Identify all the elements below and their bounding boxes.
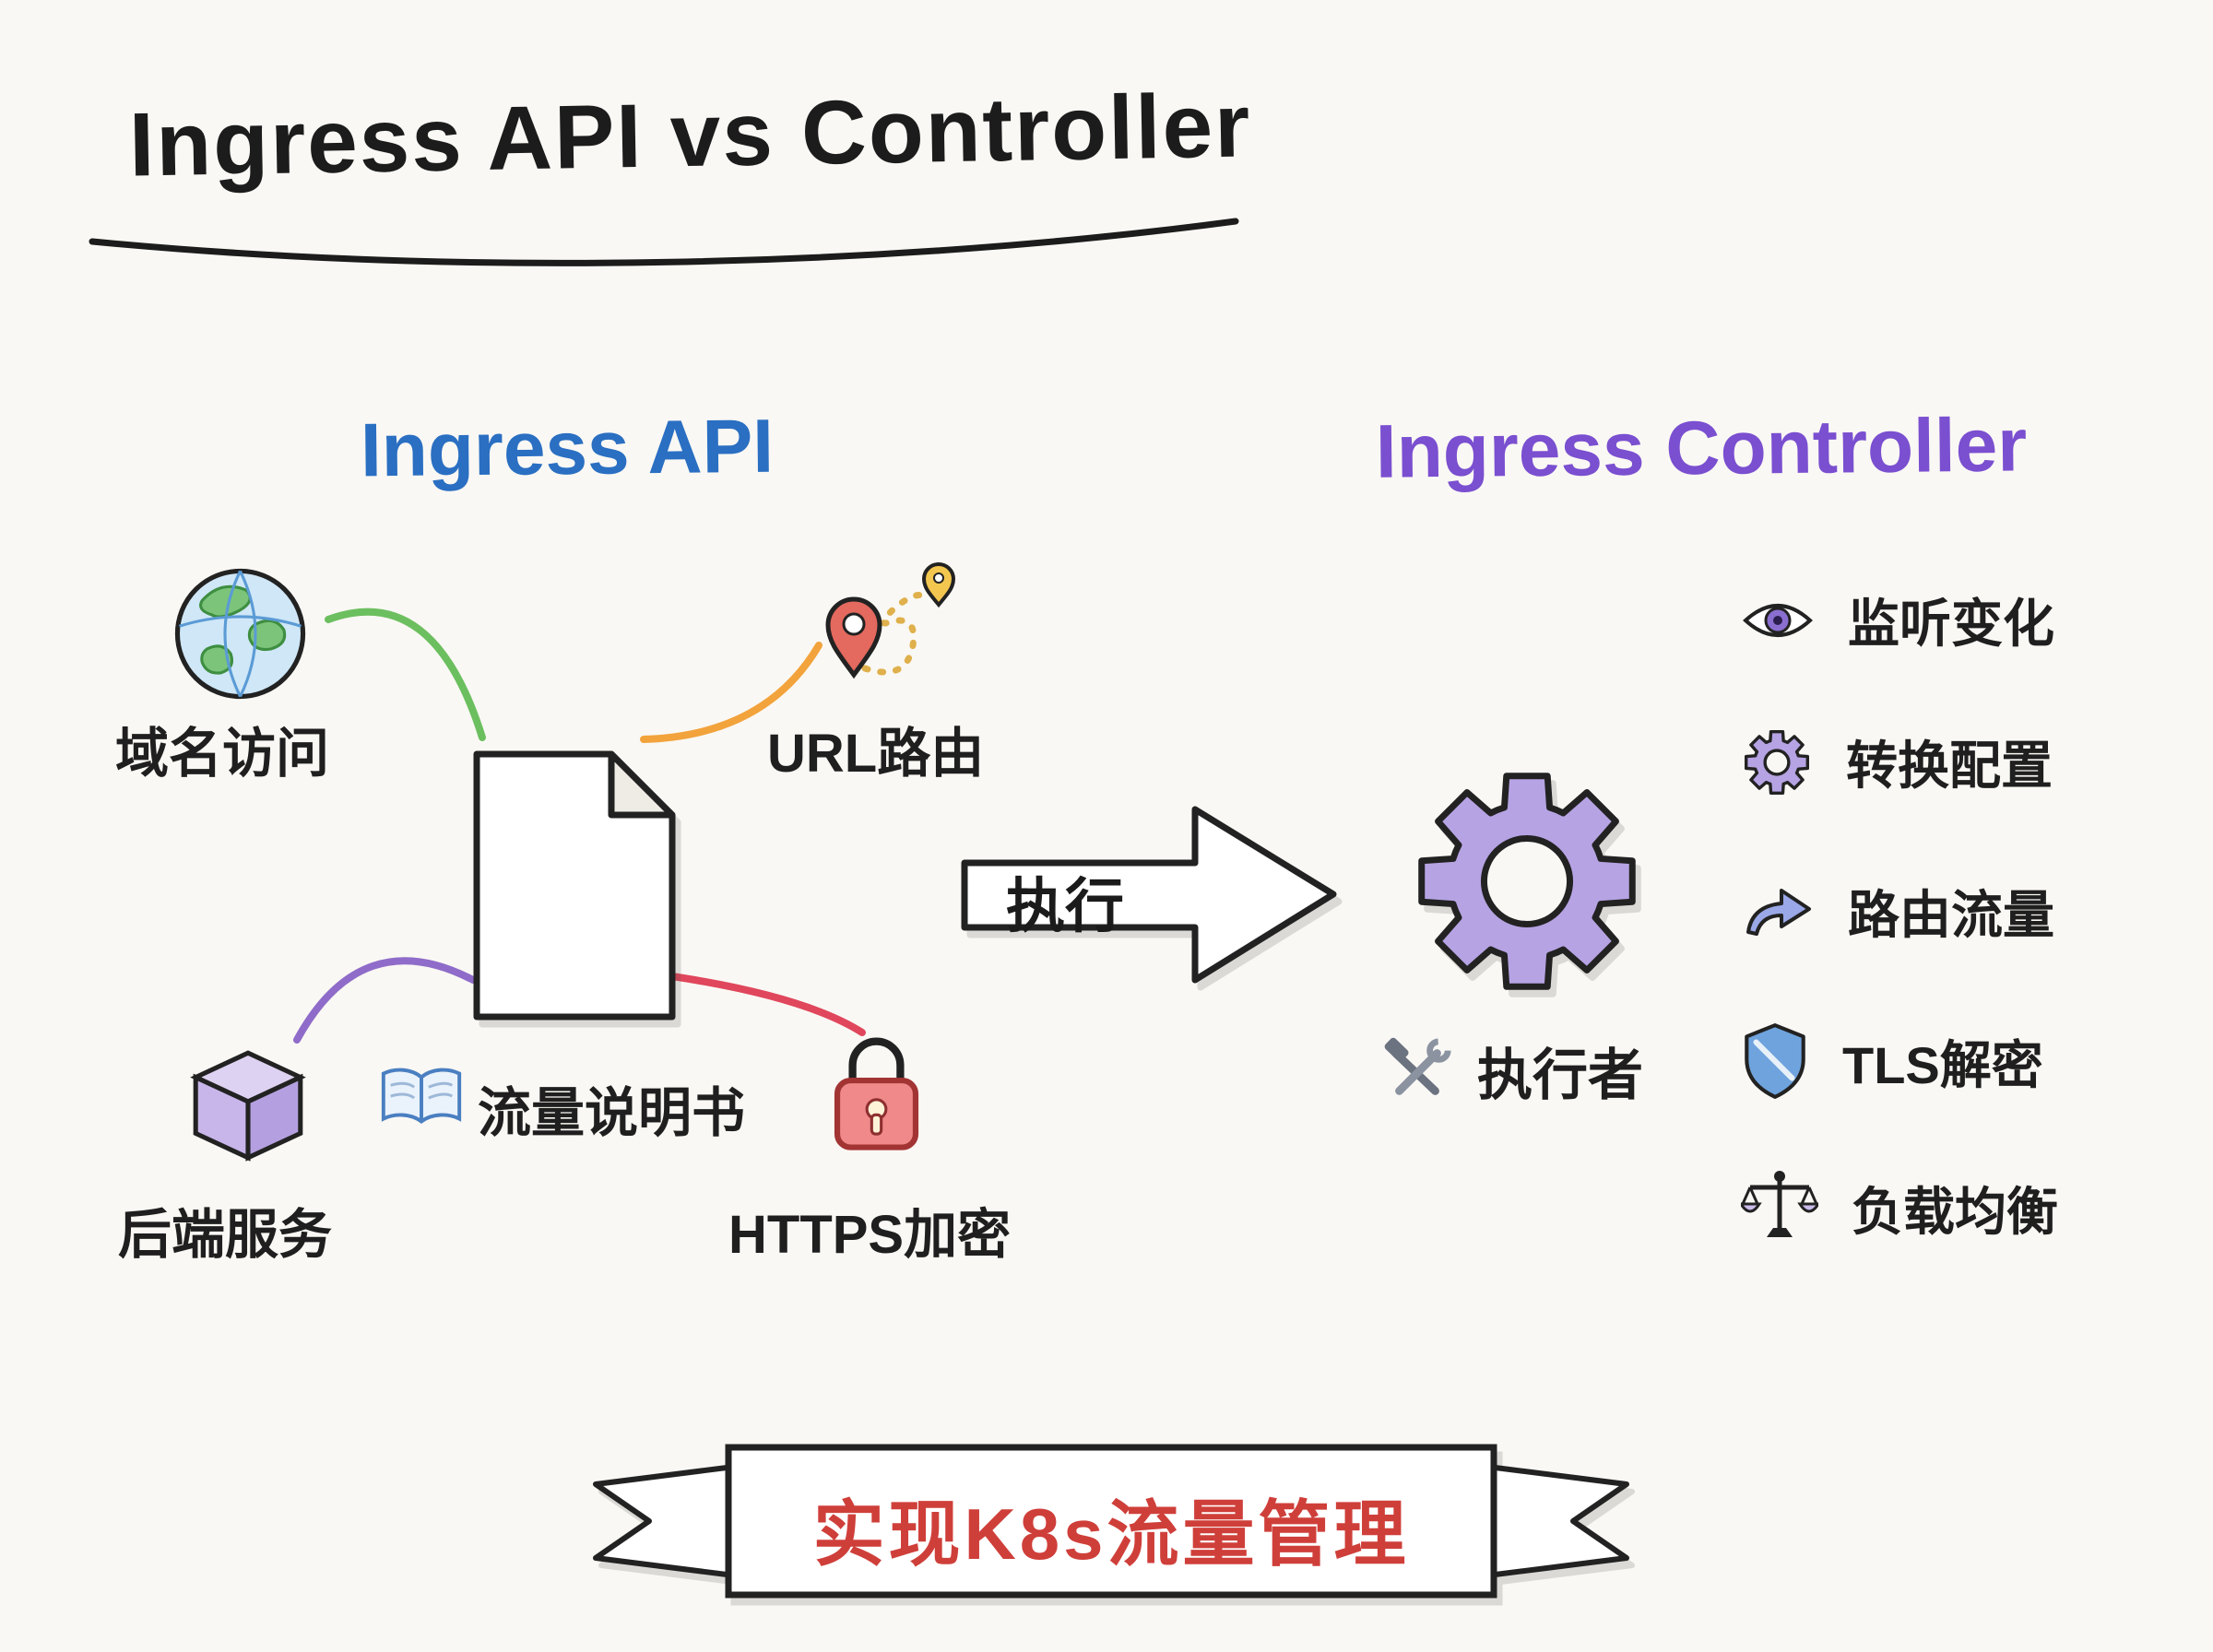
feature-route-label: 路由流量 xyxy=(1848,886,2054,944)
document-icon xyxy=(473,750,676,1021)
banner-label: 实现K8s流量管理 xyxy=(812,1493,1410,1575)
feature-tls: TLS解密 xyxy=(1741,1021,2043,1101)
feature-convert-label: 转换配置 xyxy=(1846,737,2053,795)
shield-icon xyxy=(1745,1023,1805,1099)
feature-lb: 负载均衡 xyxy=(1741,1169,2058,1246)
route-arrow-icon xyxy=(1746,888,1811,936)
executor-row: 执行者 xyxy=(1381,1031,1643,1111)
heading-ingress-api: Ingress API xyxy=(360,404,775,493)
feature-route: 路由流量 xyxy=(1741,874,2054,949)
globe-icon xyxy=(174,568,306,700)
executor-label: 执行者 xyxy=(1477,1044,1643,1106)
backend-cube-icon xyxy=(190,1050,306,1162)
traffic-spec-label: 流量说明书 xyxy=(478,1083,746,1143)
title-underline xyxy=(89,218,1239,266)
controller-gear-icon xyxy=(1418,773,1636,990)
feature-convert: 转换配置 xyxy=(1741,725,2053,799)
banner-ribbon xyxy=(593,1444,1629,1599)
backend-service-label: 后端服务 xyxy=(118,1205,333,1265)
https-label: HTTPS加密 xyxy=(728,1205,1012,1265)
connector-purple xyxy=(293,957,477,1044)
https-lock-icon xyxy=(834,1037,919,1150)
feature-lb-label: 负载均衡 xyxy=(1852,1182,2058,1241)
execute-arrow-label: 执行 xyxy=(1006,873,1124,939)
eye-icon xyxy=(1743,603,1813,637)
domain-access-label: 域名访问 xyxy=(115,724,330,784)
heading-ingress-controller: Ingress Controller xyxy=(1375,403,2028,494)
url-route-icon xyxy=(825,562,956,679)
feature-watch: 监听变化 xyxy=(1741,583,2054,657)
connector-green xyxy=(325,608,486,741)
connector-red xyxy=(662,972,866,1036)
tools-icon xyxy=(1384,1037,1451,1095)
feature-watch-label: 监听变化 xyxy=(1848,595,2054,653)
feature-tls-label: TLS解密 xyxy=(1842,1035,2043,1094)
execute-arrow xyxy=(961,806,1337,984)
scales-icon xyxy=(1741,1171,1818,1237)
page-title: Ingress API vs Controller xyxy=(128,74,1253,195)
gear-icon xyxy=(1745,729,1809,795)
url-route-label: URL路由 xyxy=(767,724,985,784)
book-icon xyxy=(381,1068,462,1124)
